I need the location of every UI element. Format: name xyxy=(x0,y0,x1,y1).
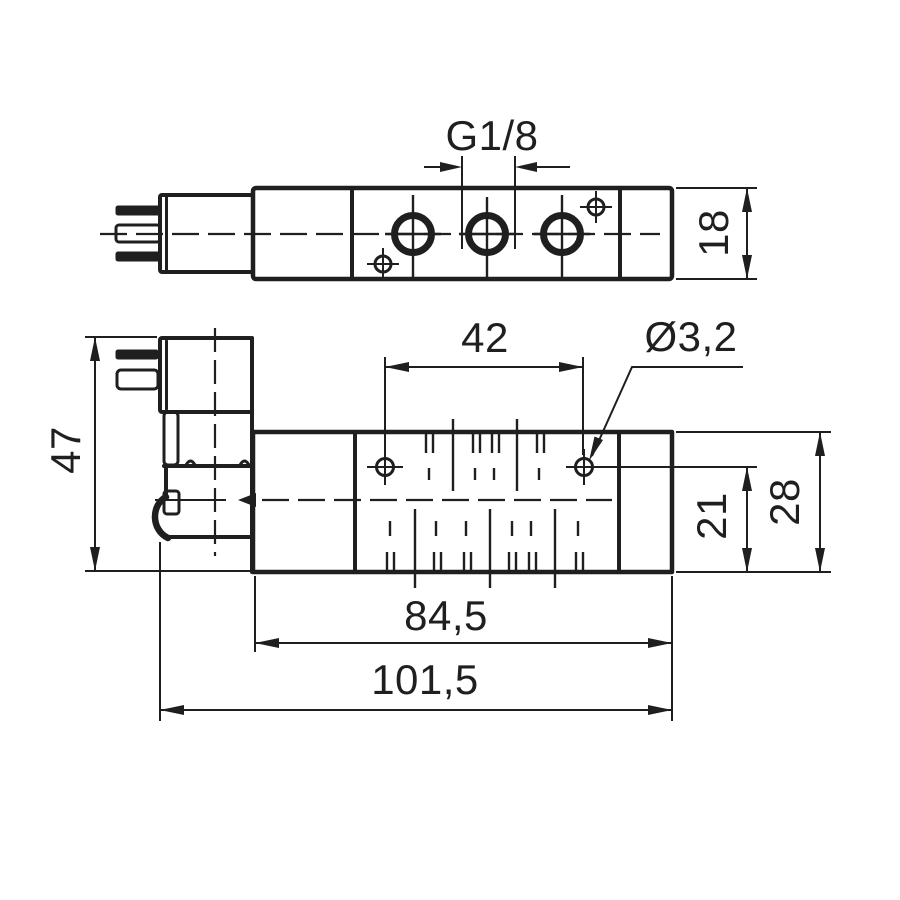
mounting-hole-top-view-right xyxy=(580,191,612,223)
pin-bottom xyxy=(115,251,161,262)
solenoid-top-block xyxy=(158,336,254,414)
override-slot xyxy=(162,489,181,516)
port-circle-2 xyxy=(459,197,515,277)
dim-21-label: 21 xyxy=(688,492,735,540)
dim-28: 28 xyxy=(676,431,831,573)
upper-small-ticks xyxy=(427,468,541,480)
dim-hole-diameter: Ø3,2 xyxy=(589,313,743,461)
pin-top xyxy=(115,205,161,216)
port-circle-1 xyxy=(385,195,441,277)
dim-84-5: 84,5 xyxy=(254,576,673,721)
interface-bump-left xyxy=(184,459,197,467)
dim-47-label: 47 xyxy=(42,426,89,474)
lower-thread-ticks xyxy=(385,552,585,571)
dim-42-label: 42 xyxy=(461,314,509,361)
valve-body-side-view xyxy=(250,429,675,575)
solenoid-neck-tab xyxy=(162,410,180,467)
pin-lower-side xyxy=(115,368,160,391)
upper-thread-ticks xyxy=(424,433,546,453)
lower-port-lines xyxy=(413,509,557,588)
dim-101-5: 101,5 xyxy=(159,542,672,721)
upper-port-lines xyxy=(451,419,519,491)
hole-diameter-label: Ø3,2 xyxy=(644,313,737,360)
dim-18-label: 18 xyxy=(690,209,737,257)
dim-18: 18 xyxy=(676,187,757,280)
thread-label: G1/8 xyxy=(445,112,538,159)
lower-small-ticks xyxy=(388,521,580,536)
dim-84-5-label: 84,5 xyxy=(404,592,488,639)
port-markings xyxy=(385,419,585,588)
solenoid-lower-block xyxy=(153,464,254,539)
manual-override-bulge xyxy=(151,493,172,542)
port-circles xyxy=(385,195,590,277)
port-circle-3 xyxy=(534,195,590,277)
side-view: 42 Ø3,2 47 21 xyxy=(42,313,831,721)
connector-pins-side xyxy=(115,349,160,391)
dim-101-5-label: 101,5 xyxy=(371,656,479,703)
mounting-hole-side-left xyxy=(367,449,403,485)
dim-28-label: 28 xyxy=(761,478,808,526)
dim-21: 21 xyxy=(596,466,757,572)
mounting-hole-top-view-left xyxy=(367,248,399,280)
solenoid-assembly xyxy=(151,336,254,574)
dim-47: 47 xyxy=(42,336,253,572)
connector-pins-top xyxy=(114,205,162,262)
pin-upper-side xyxy=(115,349,159,360)
top-view: G1/8 18 xyxy=(100,112,757,282)
interface-bump-right xyxy=(238,459,251,467)
dim-42: 42 xyxy=(384,314,584,455)
dim-thread-g18: G1/8 xyxy=(424,112,570,249)
